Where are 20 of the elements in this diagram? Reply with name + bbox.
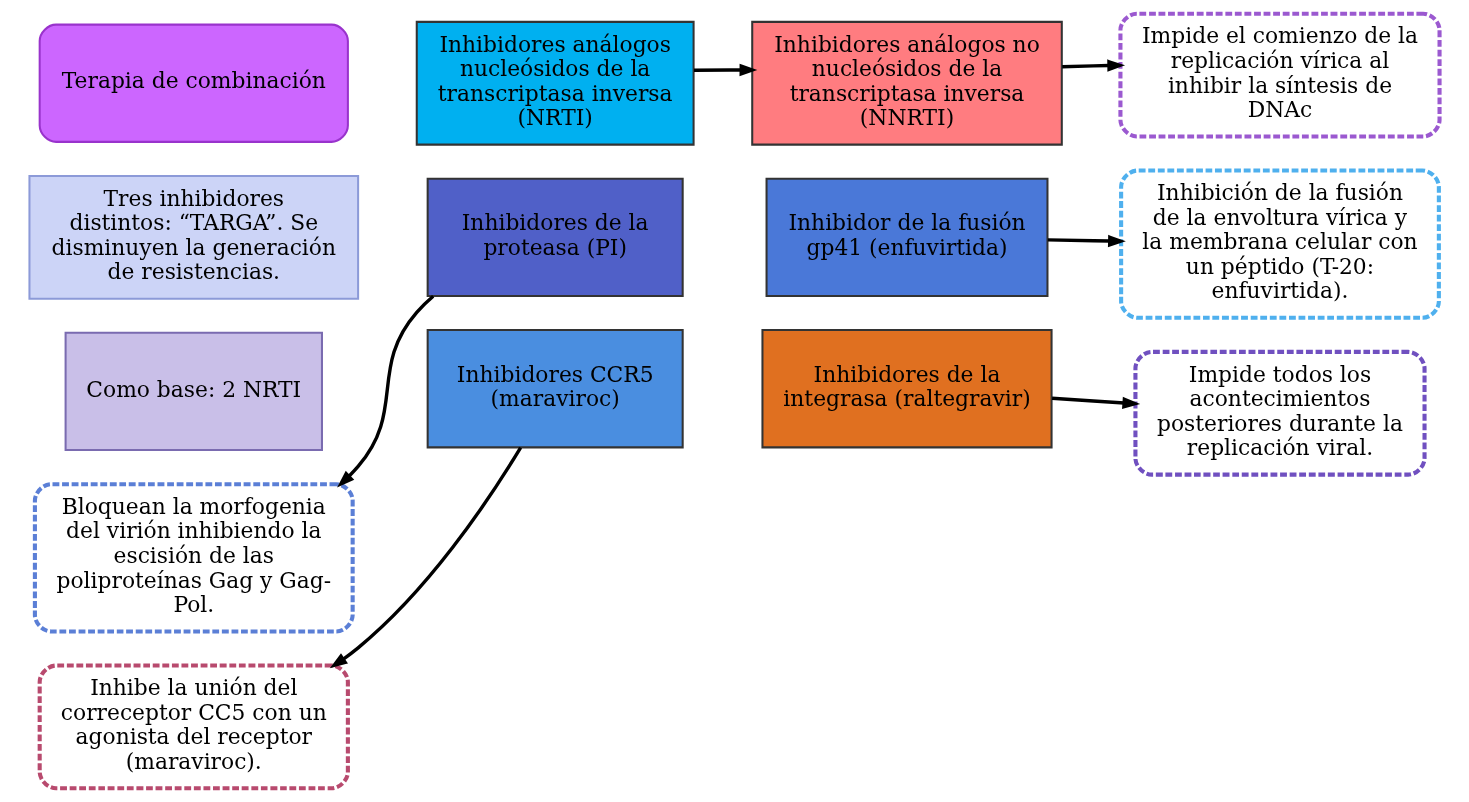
node-box: Inhibición de la fusión de la envoltura vírica y la membrana celular con un péptido (T-20: enfuvirtida). <box>1119 168 1441 320</box>
arrow <box>337 294 435 488</box>
node-box: Terapia de combinación <box>38 23 349 143</box>
node-box: Impide todos los acontecimientos posteriores durante la replicación viral. <box>1133 349 1427 477</box>
node-box: Impide el comienzo de la replicación vírica al inhibir la síntesis de DNAc <box>1118 11 1442 139</box>
node-box: Inhibidores análogos no nucleósidos de la transcriptasa inversa (NNRTI) <box>751 20 1063 146</box>
arrow <box>694 63 758 77</box>
node-box: Inhibidores análogos nucleósidos de la transcriptasa inversa (NRTI) <box>415 20 695 146</box>
node-box: Inhibidores CCR5 (maraviroc) <box>426 329 684 449</box>
node-box: Tres inhibidores distintos: “TARGA”. Se disminuyen la generación de resistencias. <box>28 174 360 300</box>
node-box: Bloquean la morfogenia del virión inhibiendo la escisión de las poliproteínas Gag y Gag-Pol. <box>32 482 355 634</box>
node-box: Como base: 2 NRTI <box>64 331 323 452</box>
arrow <box>1062 59 1126 72</box>
arrow <box>329 446 523 669</box>
node-box: Inhibidores de la integrasa (raltegravir) <box>761 329 1053 449</box>
node-box: Inhibidor de la fusión gp41 (enfuvirtida) <box>765 177 1049 297</box>
arrow <box>1051 396 1141 410</box>
node-box: Inhibe la unión del correceptor CC5 con un agonista del receptor (maraviroc). <box>37 663 350 791</box>
node-box: Inhibidores de la proteasa (PI) <box>426 177 684 297</box>
arrow <box>1047 234 1126 248</box>
